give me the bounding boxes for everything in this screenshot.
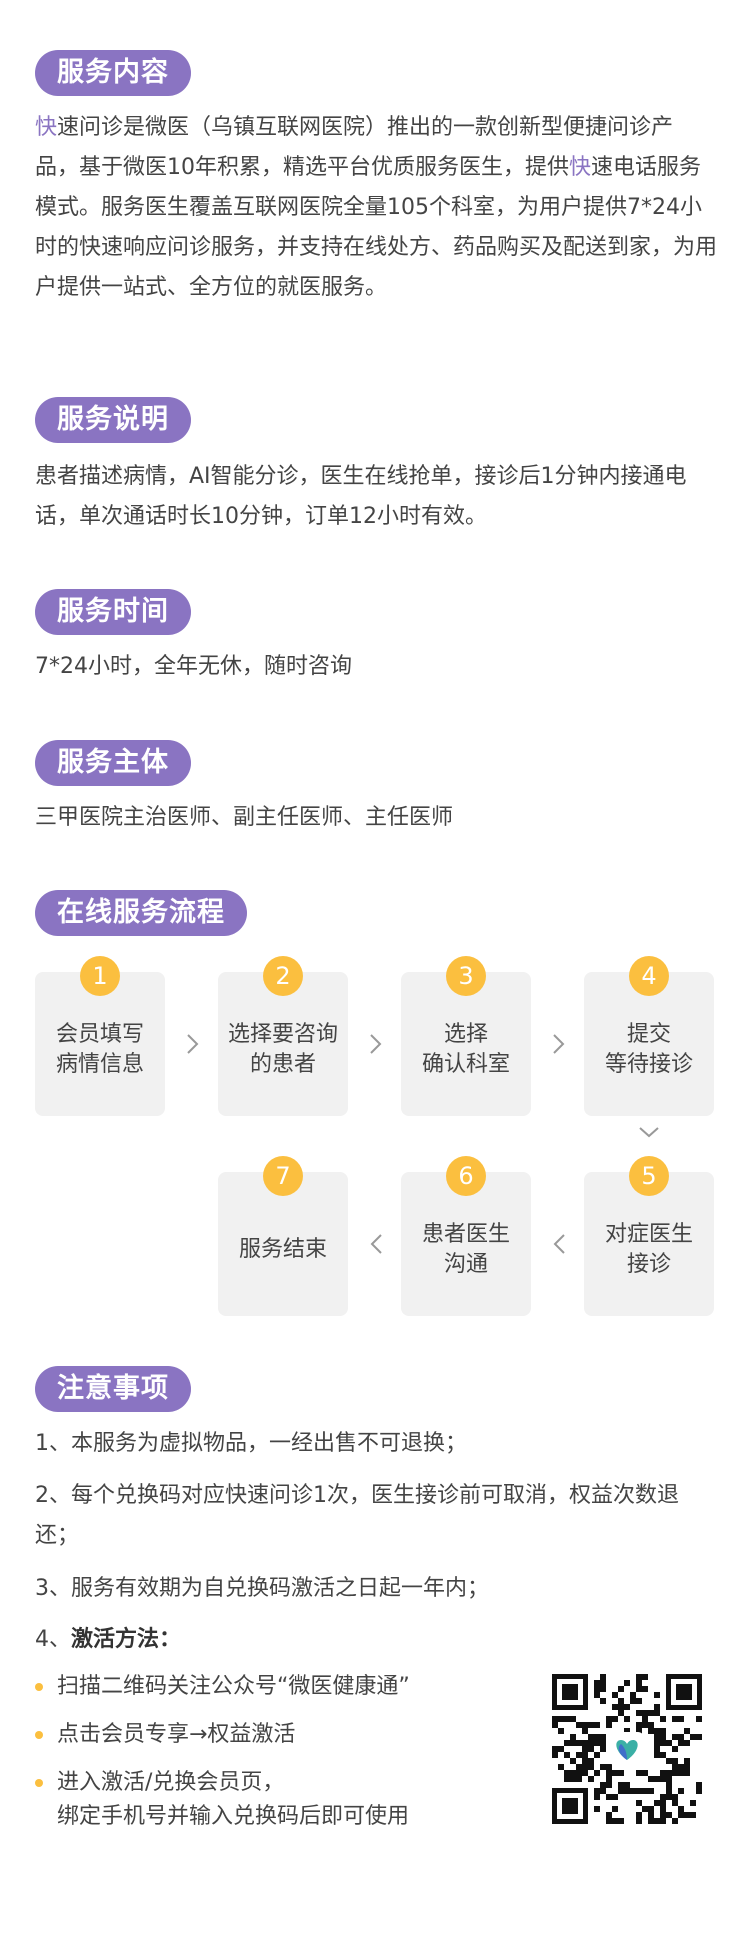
note-item-3: 3、服务有效期为自兑换码激活之日起一年内； (35, 1576, 489, 1601)
service-content-mid: 速问诊是微医（乌镇互联网医院）推出的一款创新型便捷问诊产品，基于微医10年积累，… (35, 115, 674, 180)
step-label: 提交 等待接诊 (604, 1022, 693, 1077)
chevron-down-icon (639, 1127, 659, 1138)
note-item-4-prefix: 4、 (35, 1627, 71, 1652)
service-content-end: 速电话服务模式。服务医生覆盖互联网医院全量105个科室，为用户提供7*24小时的… (35, 155, 718, 300)
service-time-text: 7*24小时，全年无休，随时咨询 (35, 654, 352, 679)
section-heading-service-content: 服务内容 (35, 50, 191, 96)
step-number-badge: 5 (629, 1156, 669, 1196)
step-number-badge: 2 (263, 956, 303, 996)
chevron-left-icon (370, 1234, 382, 1254)
note-item-4: 4、激活方法： (35, 1620, 717, 1660)
step-label: 患者医生 沟通 (421, 1222, 510, 1277)
step-label: 对症医生 接诊 (604, 1222, 693, 1277)
flow-step-2: 2 选择要咨询的患者 (218, 956, 348, 1116)
step-number-badge: 4 (629, 956, 669, 996)
flow-step-1: 1 会员填写病情信息 (35, 956, 165, 1116)
step-number-badge: 7 (263, 1156, 303, 1196)
step-number-badge: 1 (80, 956, 120, 996)
section-heading-service-desc: 服务说明 (35, 397, 191, 443)
bullet-item-3-line-1: 进入激活/兑换会员页， (57, 1770, 285, 1795)
bullet-item-2: 点击会员专享→权益激活 (35, 1718, 295, 1752)
note-item-2: 2、每个兑换码对应快速问诊1次，医生接诊前可取消，权益次数退还； (35, 1483, 679, 1548)
flow-step-6: 6 患者医生 沟通 (401, 1156, 531, 1316)
chevron-right-icon (370, 1034, 382, 1054)
chevron-right-icon (187, 1034, 199, 1054)
bullet-item-3-line-2: 绑定手机号并输入兑换码后即可使用 (57, 1804, 410, 1829)
step-label: 会员填写病情信息 (55, 1022, 144, 1077)
section-heading-service-time: 服务时间 (35, 589, 191, 635)
bullet-item-1: 扫描二维码关注公众号“微医健康通” (35, 1670, 410, 1704)
qr-code-icon (550, 1672, 704, 1826)
service-desc-text: 患者描述病情，AI智能分诊，医生在线抢单，接诊后1分钟内接通电话，单次通话时长1… (35, 464, 687, 529)
section-heading-service-subject: 服务主体 (35, 740, 191, 786)
section-heading-flow: 在线服务流程 (35, 890, 247, 936)
step-label: 服务结束 (238, 1237, 327, 1262)
accent-char-start: 快 (35, 115, 58, 140)
flow-step-4: 4 提交 等待接诊 (584, 956, 714, 1116)
step-label: 选择 确认科室 (421, 1022, 510, 1077)
note-item-1: 1、本服务为虚拟物品，一经出售不可退换； (35, 1431, 467, 1456)
section-heading-notes: 注意事项 (35, 1366, 191, 1412)
accent-char-end: 快 (569, 155, 592, 180)
note-item-4-bold: 激活方法： (71, 1627, 182, 1652)
service-subject-text: 三甲医院主治医师、副主任医师、主任医师 (35, 805, 454, 830)
flow-step-7: 7 服务结束 (218, 1156, 348, 1316)
step-number-badge: 6 (446, 1156, 486, 1196)
flow-step-5: 5 对症医生 接诊 (584, 1156, 714, 1316)
flow-step-3: 3 选择 确认科室 (401, 956, 531, 1116)
bullet-item-3: 进入激活/兑换会员页， 绑定手机号并输入兑换码后即可使用 (35, 1766, 409, 1834)
step-number-badge: 3 (446, 956, 486, 996)
chevron-left-icon (553, 1234, 565, 1254)
service-content-text: 快速问诊是微医（乌镇互联网医院）推出的一款创新型便捷问诊产品，基于微医10年积累… (35, 108, 717, 308)
chevron-right-icon (553, 1034, 565, 1054)
step-label: 选择要咨询的患者 (228, 1022, 339, 1077)
